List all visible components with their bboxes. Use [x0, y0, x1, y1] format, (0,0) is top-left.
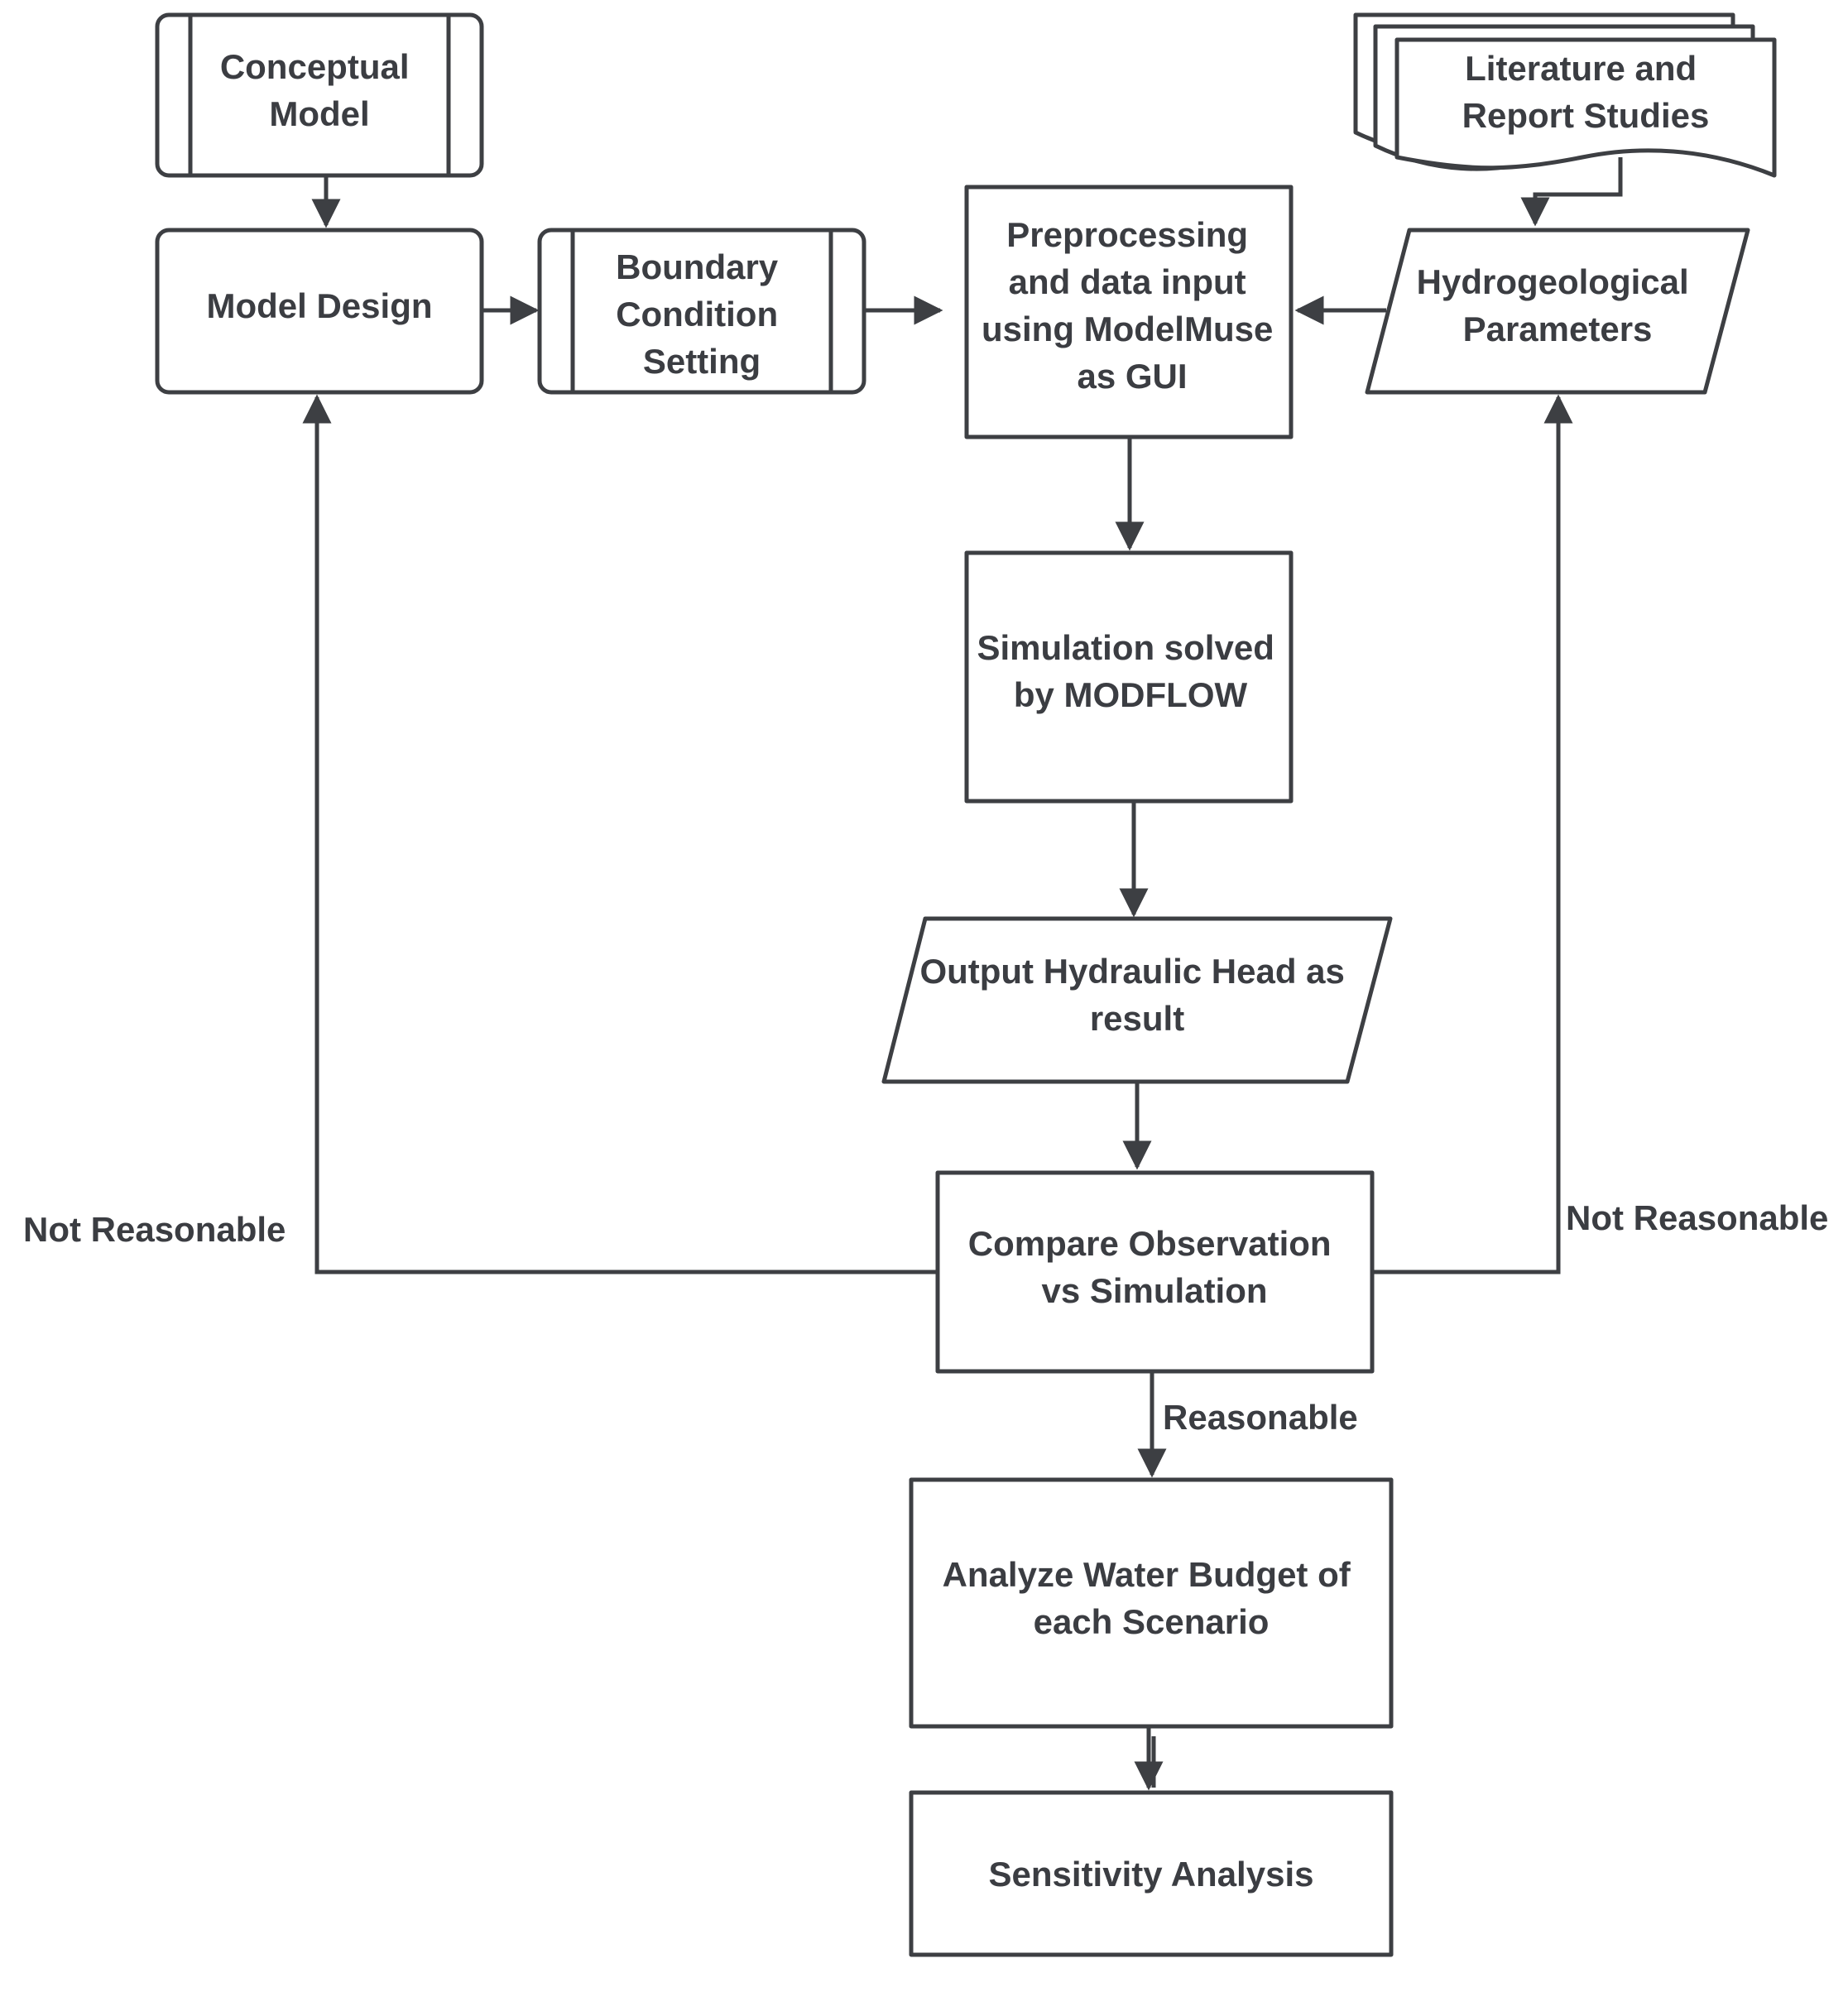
model-design-label: Model Design [206, 286, 432, 325]
edge-compare-to-design-not-reasonable [302, 394, 938, 1274]
node-hydrogeological-parameters [1365, 228, 1750, 395]
boundary-condition-label: Boundary Condition Setting [616, 247, 788, 381]
node-simulation [964, 550, 1294, 804]
node-compare [935, 1170, 1375, 1374]
sensitivity-label: Sensitivity Analysis [989, 1855, 1314, 1894]
node-sensitivity [909, 1790, 1394, 1957]
node-literature-documents [1353, 12, 1777, 178]
conceptual-model-label: Conceptual Model [220, 47, 419, 133]
node-model-design [155, 228, 484, 395]
edge-label-not-reasonable-right: Not Reasonable [1566, 1198, 1828, 1237]
edge-compare-to-hydrogeological-not-reasonable [1372, 394, 1573, 1274]
edge-label-reasonable: Reasonable [1163, 1398, 1358, 1437]
simulation-label: Simulation solved by MODFLOW [977, 628, 1284, 714]
node-boundary-condition [537, 228, 866, 395]
edge-label-not-reasonable-left: Not Reasonable [23, 1210, 286, 1249]
output-head-label: Output Hydraulic Head as result [919, 952, 1354, 1038]
literature-label: Literature and Report Studies [1462, 49, 1710, 135]
node-conceptual-model [155, 12, 484, 178]
connectors [302, 157, 1623, 1791]
compare-label: Compare Observation vs Simulation [968, 1224, 1341, 1310]
edge-literature-to-hydrogeological [1520, 157, 1623, 227]
hydrogeological-label: Hydrogeological Parameters [1417, 262, 1699, 348]
node-preprocessing [964, 185, 1294, 439]
node-water-budget [909, 1477, 1394, 1729]
water-budget-label: Analyze Water Budget of each Scenario [943, 1555, 1361, 1641]
preprocessing-label: Preprocessing and data input using Model… [982, 215, 1283, 396]
node-output-head [881, 916, 1393, 1084]
